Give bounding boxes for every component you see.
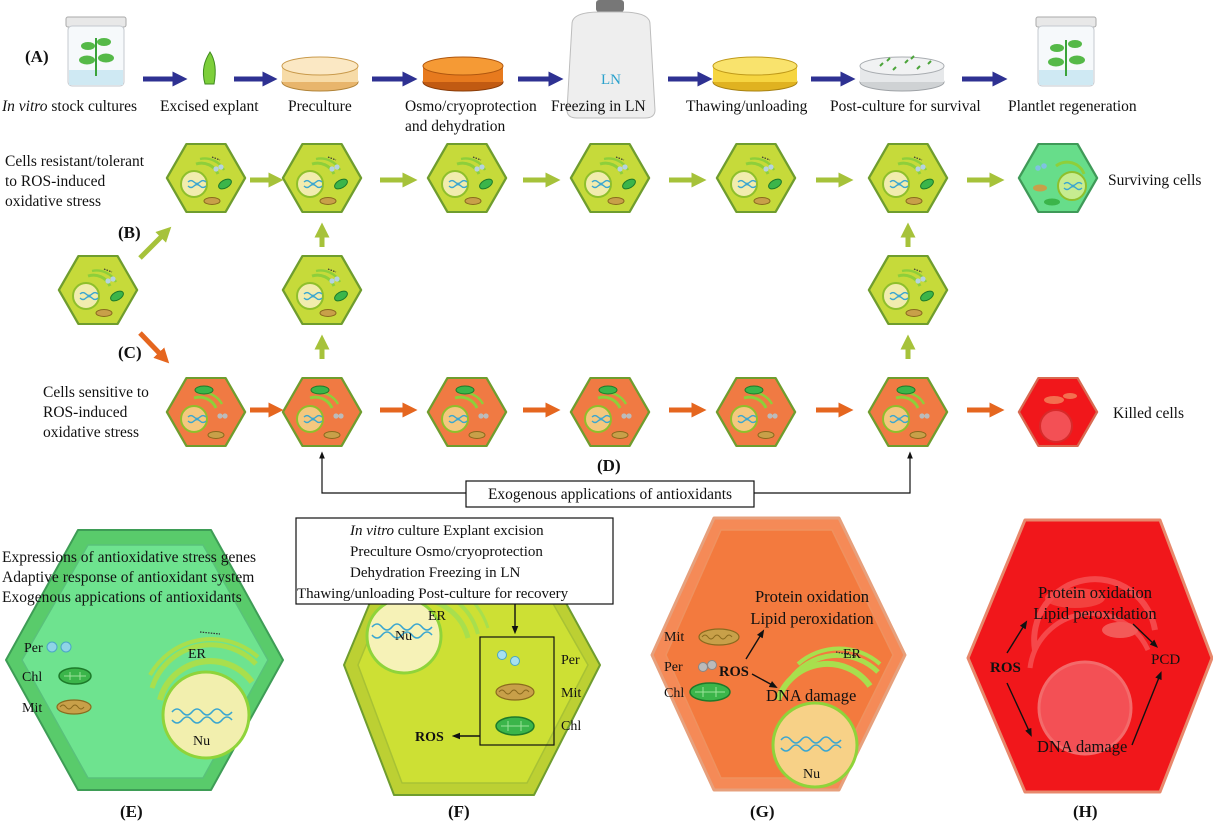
panel-label-a: (A)	[25, 47, 49, 66]
panel-h-pcd: PCD	[1151, 652, 1180, 668]
panel-g-mit: Mit	[664, 630, 684, 645]
killed-cells-label: Killed cells	[1113, 405, 1184, 422]
panel-g-per: Per	[664, 660, 683, 675]
panel-e-chl: Chl	[22, 670, 42, 685]
panel-f-nu: Nu	[395, 629, 412, 644]
orange-arrow	[138, 331, 170, 364]
green-arrow	[138, 226, 172, 260]
green-cell	[165, 142, 247, 214]
orange-cell	[867, 376, 949, 448]
green-cell	[281, 142, 363, 214]
step-regeneration-label: Plantlet regeneration	[1008, 98, 1137, 115]
cell-h	[966, 518, 1213, 794]
panel-h-arrow-3	[1006, 682, 1032, 737]
orange-cell	[569, 376, 651, 448]
panel-g-arrow-down	[751, 673, 778, 689]
panel-e-text-3: Exogenous appications of antioxidants	[2, 589, 242, 606]
cell-g	[650, 516, 907, 792]
green-cell	[867, 142, 949, 214]
step-stock-label: In vitro stock cultures	[1, 98, 137, 115]
orange-cell	[281, 376, 363, 448]
panel-e-mit: Mit	[22, 701, 42, 716]
exogenous-arrow-right	[754, 451, 913, 494]
panel-h-dna: DNA damage	[1037, 737, 1127, 756]
sensitive-label-1: Cells sensitive to	[43, 384, 149, 401]
panel-g-chl: Chl	[664, 686, 684, 701]
panel-h-arrow-4	[1131, 671, 1162, 746]
green-cell	[715, 142, 797, 214]
exogenous-label: Exogenous applications of antioxidants	[488, 486, 732, 503]
panel-g-protein: Protein oxidation	[755, 587, 869, 606]
culture-jar-icon	[1035, 16, 1097, 87]
explant-icon	[202, 51, 216, 85]
green-cell	[569, 142, 651, 214]
panel-e-text-1: Expressions of antioxidative stress gene…	[2, 549, 256, 566]
panel-e-text-2: Adaptive response of antioxidant system	[2, 569, 254, 586]
culture-jar-icon	[65, 16, 127, 87]
panel-h-protein: Protein oxidation	[1038, 583, 1152, 602]
panel-label-g: (G)	[750, 802, 775, 821]
petri-dish-icon	[281, 56, 359, 92]
surviving-cell	[1017, 143, 1099, 213]
panel-f-row-4: Thawing/unloading Post-culture for recov…	[297, 586, 569, 602]
panel-f-process-box	[295, 517, 614, 605]
cell-e	[5, 529, 284, 791]
panel-f-row-2: Preculture Osmo/cryoprotection	[350, 544, 543, 560]
panel-e-er: ER	[188, 647, 207, 662]
panel-g-nu: Nu	[803, 767, 820, 782]
step-osmo-label-2: and dehydration	[405, 118, 506, 135]
panel-label-h: (H)	[1073, 802, 1098, 821]
panel-g-er: ER	[843, 647, 862, 662]
step-osmo-label: Osmo/cryoprotection	[405, 98, 537, 115]
exogenous-arrow-left	[319, 451, 466, 494]
panel-f-er: ER	[428, 609, 447, 624]
panel-g-arrow-up	[745, 629, 765, 660]
panel-f-ros: ROS	[415, 730, 444, 745]
green-cell	[281, 254, 363, 326]
panel-e-per: Per	[24, 641, 43, 656]
exogenous-box	[465, 480, 755, 508]
panel-h-arrow-2	[1132, 623, 1159, 648]
initial-cell	[57, 254, 139, 326]
panel-g-lipid: Lipid peroxidation	[750, 609, 873, 628]
green-cell	[426, 142, 508, 214]
panel-h-ros: ROS	[990, 660, 1021, 676]
petri-dish-icon	[712, 56, 798, 92]
panel-label-f: (F)	[448, 802, 470, 821]
ln-tank-label: LN	[601, 72, 621, 88]
step-preculture-label: Preculture	[288, 98, 352, 115]
orange-cell	[715, 376, 797, 448]
panel-label-d: (D)	[597, 456, 621, 475]
orange-cell	[165, 376, 247, 448]
panel-f-row-1: In vitro culture Explant excision	[349, 523, 544, 539]
panel-label-b: (B)	[118, 223, 141, 242]
petri-dish-icon	[859, 55, 945, 92]
panel-f-chl: Chl	[561, 719, 581, 734]
ln-tank-icon	[566, 0, 656, 119]
resistant-label-2: to ROS-induced	[5, 173, 106, 190]
step-explant-label: Excised explant	[160, 98, 259, 115]
panel-label-e: (E)	[120, 802, 143, 821]
killed-cell	[1017, 377, 1099, 447]
panel-h-lipid: Lipid peroxidation	[1033, 604, 1156, 623]
panel-e-nu: Nu	[193, 734, 210, 749]
sensitive-label-3: oxidative stress	[43, 424, 139, 441]
panel-label-c: (C)	[118, 343, 142, 362]
orange-cell	[426, 376, 508, 448]
panel-h-arrow-1	[1006, 620, 1028, 654]
green-cell	[867, 254, 949, 326]
sensitive-label-2: ROS-induced	[43, 404, 128, 421]
panel-f-row-3: Dehydration Freezing in LN	[350, 565, 521, 581]
panel-f-per: Per	[561, 653, 580, 668]
surviving-cells-label: Surviving cells	[1108, 172, 1201, 189]
resistant-label-1: Cells resistant/tolerant	[5, 153, 145, 170]
step-freezing-label: Freezing in LN	[551, 98, 646, 115]
step-postculture-label: Post-culture for survival	[830, 98, 981, 115]
resistant-label-3: oxidative stress	[5, 193, 101, 210]
panel-f-mit: Mit	[561, 686, 581, 701]
panel-g-ros: ROS	[719, 664, 749, 680]
panel-g-dna: DNA damage	[766, 686, 856, 705]
step-thawing-label: Thawing/unloading	[686, 98, 808, 115]
petri-dish-icon	[422, 56, 504, 92]
